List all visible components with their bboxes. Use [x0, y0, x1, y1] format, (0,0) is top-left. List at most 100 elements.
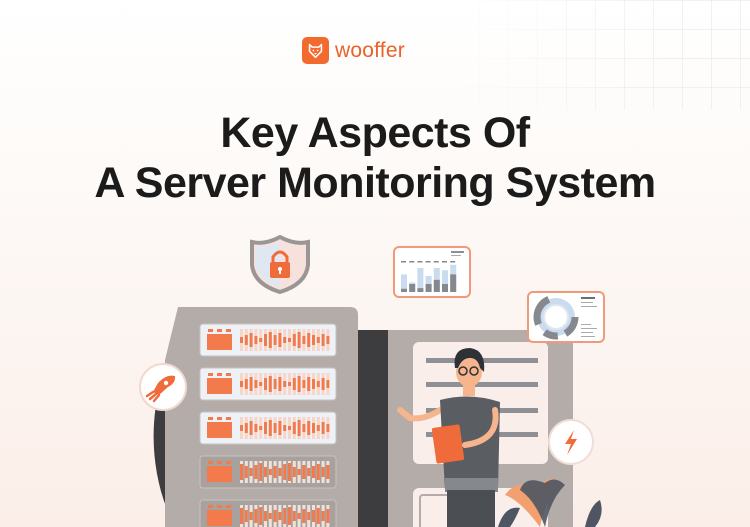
signal-bar: [312, 466, 315, 478]
signal-bar: [288, 382, 291, 386]
signal-bar: [321, 467, 325, 477]
signal-bar: [292, 511, 296, 521]
bar-cap: [417, 261, 423, 263]
signal-bar: [307, 468, 311, 476]
server-unit-block: [207, 378, 232, 394]
signal-bar: [292, 467, 296, 477]
signal-bar: [259, 338, 263, 342]
signal-bar: [259, 507, 263, 525]
bar-dark: [417, 288, 424, 292]
background-grid: [450, 0, 750, 110]
signal-bar: [244, 423, 248, 433]
signal-bar: [259, 463, 263, 481]
server-unit-led: [217, 461, 222, 464]
signal-bar: [244, 335, 248, 345]
signal-bar: [254, 424, 258, 432]
donut-chart-card-icon: [527, 291, 605, 343]
legs: [447, 490, 495, 527]
server-unit-panel: [199, 411, 337, 445]
signal-bar: [297, 420, 301, 436]
server-unit: [199, 367, 337, 401]
server-unit-block: [207, 510, 232, 526]
server-unit-led: [226, 373, 231, 376]
server-unit-led: [208, 505, 213, 508]
signal-bar: [326, 465, 330, 479]
signal-bar: [312, 510, 315, 522]
server-unit-led: [208, 329, 213, 332]
signal-bar: [268, 513, 272, 519]
bar-dark: [442, 284, 448, 292]
signal-bar: [326, 336, 330, 344]
signal-bar: [254, 509, 258, 523]
server-unit-led: [217, 505, 222, 508]
signal-bar: [292, 378, 296, 390]
server-unit-block: [207, 422, 232, 438]
signal-bar: [244, 379, 248, 389]
signal-bar: [302, 465, 306, 479]
server-unit-led: [226, 505, 231, 508]
tablet: [431, 424, 465, 464]
belt: [445, 478, 498, 492]
signal-bar: [326, 509, 330, 523]
bar-cap: [433, 261, 439, 263]
signal-bar: [268, 332, 272, 348]
signal-bar: [288, 426, 291, 430]
server-unit-led: [217, 417, 222, 420]
signal-bar: [278, 377, 282, 391]
bar-dark: [401, 288, 407, 292]
signal-bar: [307, 421, 311, 435]
signal-bar: [316, 464, 320, 480]
signal-bar: [307, 377, 311, 391]
signal-bar: [302, 424, 306, 432]
brand-name: wooffer: [335, 38, 405, 62]
signal-bar: [312, 379, 315, 389]
server-unit: [199, 411, 337, 445]
signal-bar: [240, 381, 243, 387]
signal-bar: [249, 512, 253, 520]
signal-bar: [249, 333, 253, 347]
server-unit-led: [208, 417, 213, 420]
signal-bar: [307, 512, 311, 520]
signal-bar: [278, 512, 282, 520]
signal-bar: [321, 511, 325, 521]
bar-cap: [442, 261, 447, 263]
signal-bar: [288, 463, 291, 481]
signal-bar: [326, 424, 330, 432]
signal-bar: [316, 425, 320, 431]
shield-lock-icon: [250, 234, 310, 295]
signal-bar: [273, 335, 277, 345]
signal-bar: [264, 378, 267, 390]
signal-bar: [254, 380, 258, 388]
signal-bar: [249, 468, 253, 476]
signal-bar: [278, 333, 282, 347]
bar-cap: [409, 261, 415, 263]
server-unit-led: [208, 461, 213, 464]
brand: wooffer: [302, 37, 405, 64]
signal-bar: [240, 508, 243, 524]
lightning-icon: [548, 419, 594, 465]
signal-bar: [264, 467, 267, 477]
signal-bar: [297, 513, 301, 519]
signal-bar: [283, 337, 287, 343]
signal-bar: [297, 469, 301, 475]
signal-bar: [249, 421, 253, 435]
page-title: Key Aspects Of A Server Monitoring Syste…: [0, 108, 750, 208]
signal-bar: [297, 332, 301, 348]
signal-bar: [326, 380, 330, 388]
server-unit-panel: [199, 499, 337, 527]
signal-bar: [278, 421, 282, 435]
bar-light: [442, 270, 448, 292]
person-illustration: [397, 348, 500, 527]
signal-bar: [259, 382, 263, 386]
signal-bar: [283, 508, 287, 524]
signal-bar: [249, 377, 253, 391]
signal-bar: [273, 379, 277, 389]
signal-bar: [273, 510, 277, 522]
signal-bar: [244, 466, 248, 478]
signal-bar: [312, 423, 315, 433]
signal-bar: [302, 380, 306, 388]
signal-bar: [321, 334, 325, 346]
signal-bar: [307, 333, 311, 347]
signal-bar: [288, 507, 291, 525]
